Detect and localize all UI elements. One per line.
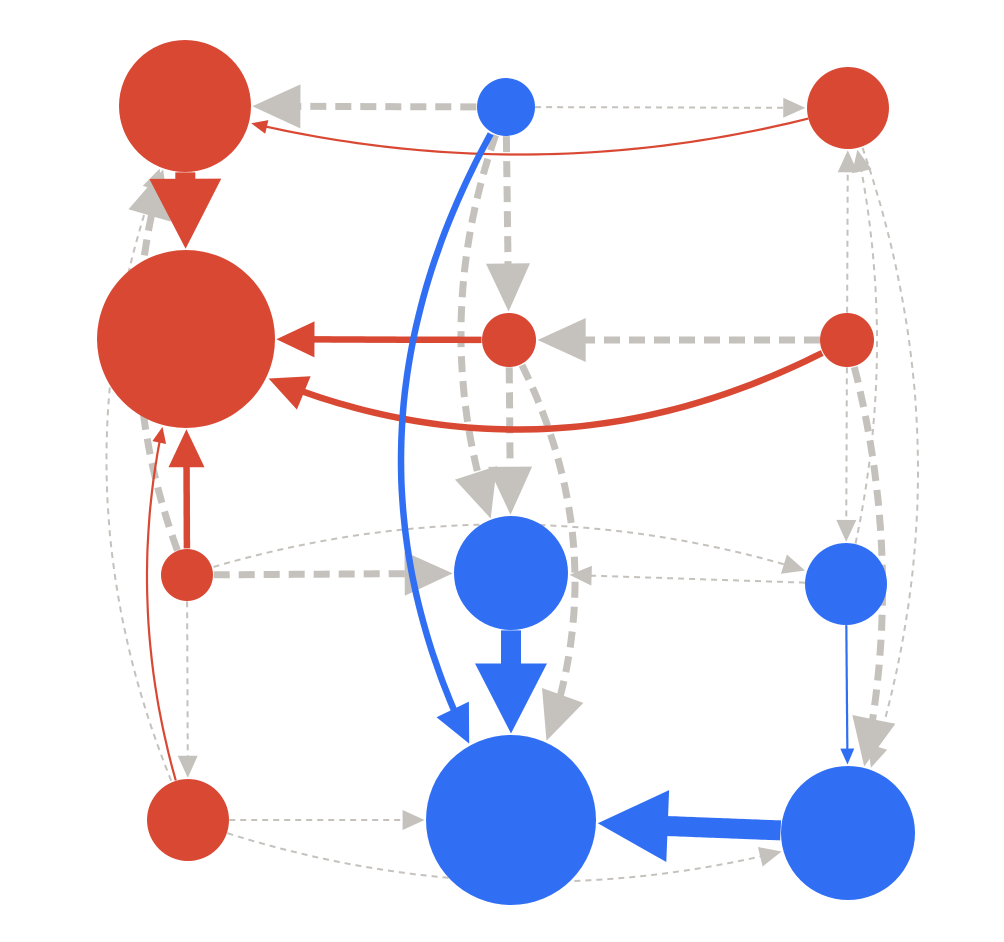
edge-line: [845, 625, 849, 751]
edge-line: [505, 367, 514, 469]
edge-line: [535, 106, 785, 109]
edge-line: [302, 350, 824, 433]
edge-line: [186, 601, 189, 758]
edge-line: [861, 147, 919, 749]
arrowhead-icon: [852, 149, 872, 174]
nodes-layer: [97, 40, 915, 905]
node-r_right: [820, 313, 874, 367]
edge-r_center-to-r_big: [276, 321, 482, 358]
edge-line: [518, 363, 579, 698]
edge-line: [145, 441, 177, 781]
edge-line: [312, 336, 482, 344]
edge-line: [265, 117, 809, 156]
arrowhead-icon: [783, 97, 806, 118]
edge-b_right-to-r_tr: [852, 149, 878, 544]
arrowhead-icon: [251, 120, 269, 134]
arrowhead-icon: [542, 688, 584, 741]
edge-line: [299, 102, 477, 111]
edge-r_center-to-b_big: [518, 363, 584, 741]
arrowhead-icon: [486, 263, 530, 312]
arrowhead-icon: [597, 790, 670, 862]
edge-r_tl-to-r_big: [149, 172, 222, 249]
edge-r_center-to-b_center: [488, 367, 533, 515]
arrowhead-icon: [268, 376, 311, 410]
arrowhead-icon: [402, 810, 425, 830]
edge-b_top-to-r_center: [486, 136, 530, 312]
arrowhead-icon: [781, 554, 805, 574]
edge-line: [850, 366, 886, 722]
edge-b_top-to-b_center: [455, 133, 499, 519]
arrowhead-icon: [852, 715, 896, 767]
arrowhead-icon: [868, 743, 888, 768]
arrowhead-icon: [475, 663, 547, 734]
edges-layer: [105, 84, 919, 883]
edge-b_br-to-b_big: [597, 790, 782, 862]
edge-line: [846, 170, 849, 313]
node-b_top: [477, 78, 535, 136]
node-b_big: [426, 735, 596, 905]
node-r_mid_left: [161, 549, 213, 601]
edge-b_right-to-b_br: [840, 625, 855, 765]
edge-line: [845, 367, 848, 522]
node-r_bot_left: [147, 779, 229, 861]
edge-line: [105, 187, 173, 782]
edge-line: [854, 169, 878, 544]
node-b_br: [781, 766, 915, 900]
edge-b_right-to-b_center: [569, 565, 806, 586]
edge-r_tr-to-r_tl: [251, 117, 809, 156]
node-r_big: [97, 250, 275, 428]
arrowhead-icon: [836, 519, 857, 542]
arrowhead-icon: [152, 426, 167, 444]
arrowhead-icon: [569, 565, 592, 586]
edge-line: [227, 832, 762, 883]
edge-b_top-to-b_big: [397, 132, 494, 744]
arrowhead-icon: [537, 318, 586, 362]
edge-r_right-to-b_br: [850, 366, 896, 767]
edge-line: [457, 133, 499, 475]
edge-line: [397, 132, 494, 712]
arrowhead-icon: [149, 178, 222, 249]
edge-r_bot_left-to-b_br: [227, 832, 782, 883]
edge-r_right-to-b_right: [836, 367, 857, 542]
edge-r_right-to-r_big: [268, 350, 824, 433]
edge-r_mid_left-to-r_bot_left: [177, 601, 198, 778]
node-b_center: [454, 516, 568, 630]
arrowhead-icon: [837, 150, 858, 173]
arrowhead-icon: [840, 748, 855, 765]
node-r_tr: [807, 67, 889, 149]
arrowhead-icon: [252, 84, 301, 129]
arrowhead-icon: [168, 429, 205, 468]
node-b_right: [805, 543, 887, 625]
edge-r_bot_left-to-b_big: [229, 810, 425, 830]
edge-b_center-to-b_big: [475, 630, 547, 734]
edge-line: [502, 136, 512, 266]
edge-r_tr-to-b_br: [861, 147, 919, 768]
arrowhead-icon: [436, 701, 470, 744]
edge-r_mid_left-to-r_big: [168, 429, 205, 549]
node-r_center: [482, 313, 536, 367]
node-r_tl: [119, 40, 251, 172]
arrowhead-icon: [488, 466, 533, 515]
edge-r_bot_left-to-r_big: [145, 426, 177, 781]
edge-line: [589, 574, 806, 584]
edge-line: [213, 570, 407, 579]
arrowhead-icon: [455, 466, 497, 519]
edge-r_right-to-r_center: [537, 318, 820, 362]
edge-r_right-to-r_tr: [837, 150, 858, 313]
edge-b_top-to-r_tr: [535, 97, 806, 118]
edge-line: [665, 816, 782, 841]
edge-b_top-to-r_tl: [252, 84, 477, 129]
arrowhead-icon: [757, 847, 782, 867]
arrowhead-icon: [276, 321, 315, 358]
arrowhead-icon: [177, 755, 198, 778]
